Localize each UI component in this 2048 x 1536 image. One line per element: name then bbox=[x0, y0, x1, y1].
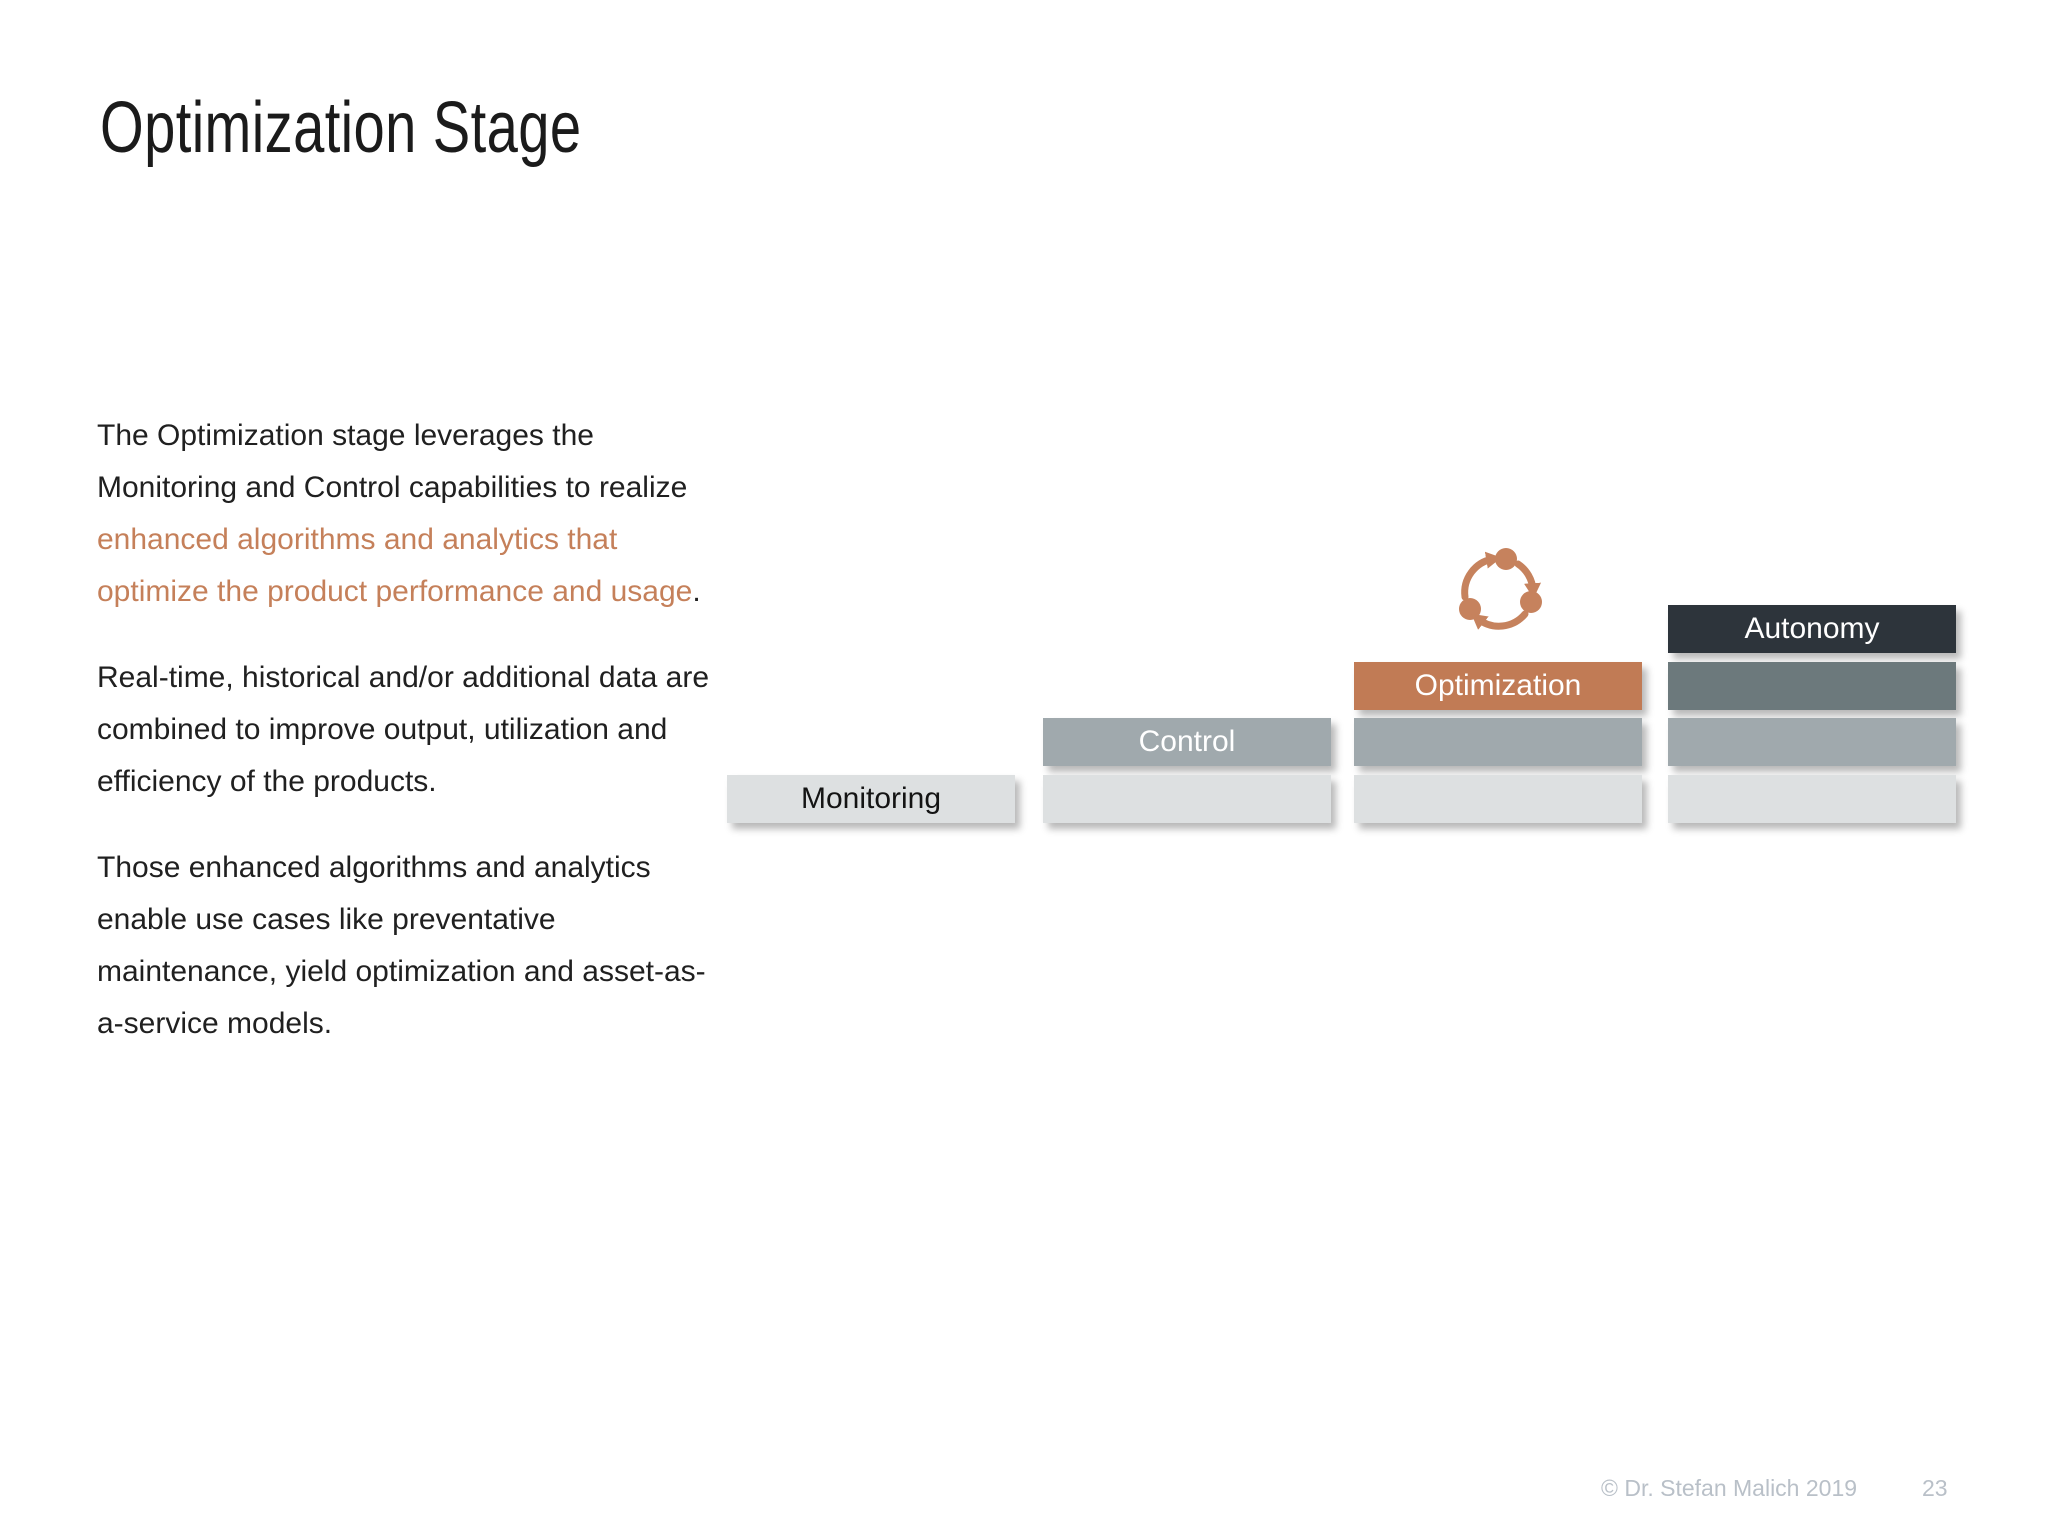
paragraph-1: The Optimization stage leverages the Mon… bbox=[97, 410, 717, 618]
control-column-monitoring-step bbox=[1043, 775, 1331, 823]
optimization-column-monitoring-step bbox=[1354, 775, 1642, 823]
paragraph-3: Those enhanced algorithms and analytics … bbox=[97, 851, 706, 1040]
body-text-block: The Optimization stage leverages the Mon… bbox=[97, 410, 717, 1084]
paragraph-1-text: The Optimization stage leverages the Mon… bbox=[97, 419, 688, 504]
page-number: 23 bbox=[1922, 1475, 1948, 1501]
optimization-box: Optimization bbox=[1354, 662, 1642, 710]
optimization-column-control-step bbox=[1354, 718, 1642, 766]
control-label: Control bbox=[1138, 725, 1236, 758]
optimization-label: Optimization bbox=[1414, 669, 1582, 702]
autonomy-column-optimization-step bbox=[1668, 662, 1956, 710]
paragraph-2: Real-time, historical and/or additional … bbox=[97, 661, 709, 798]
control-box: Control bbox=[1043, 718, 1331, 766]
autonomy-column-monitoring-step bbox=[1668, 775, 1956, 823]
autonomy-column-control-step bbox=[1668, 718, 1956, 766]
paragraph-1-highlight: enhanced algorithms and analytics that o… bbox=[97, 523, 693, 608]
page-title: Optimization Stage bbox=[100, 88, 582, 168]
monitoring-label: Monitoring bbox=[800, 782, 942, 815]
autonomy-label: Autonomy bbox=[1744, 612, 1880, 645]
paragraph-1-period: . bbox=[692, 575, 701, 608]
copyright-text: © Dr. Stefan Malich 2019 bbox=[1601, 1475, 1858, 1501]
cycle-arrows-icon bbox=[1459, 548, 1542, 630]
autonomy-box: Autonomy bbox=[1668, 605, 1956, 653]
monitoring-box: Monitoring bbox=[727, 775, 1015, 823]
